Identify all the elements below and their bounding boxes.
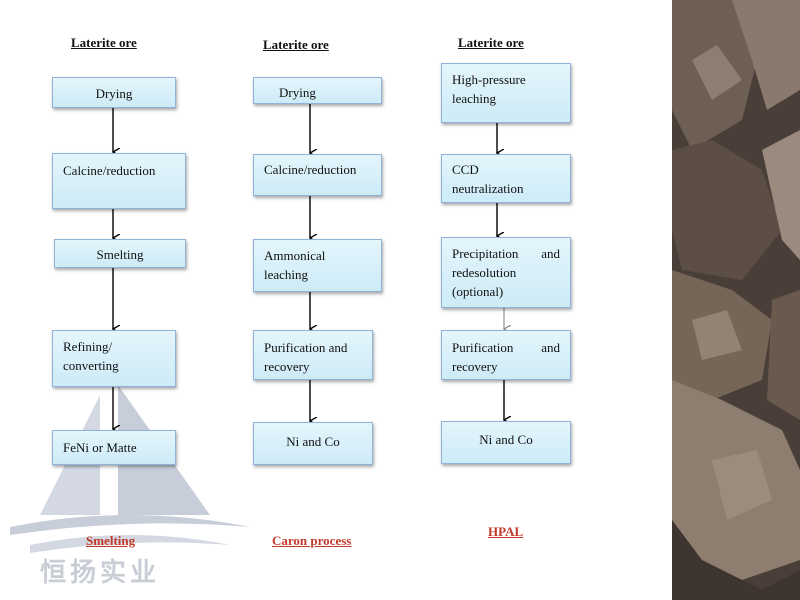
step-label: High-pressure leaching <box>452 72 526 106</box>
process-step-ccd-neutralization: CCD neutralization <box>441 154 571 203</box>
process-step-smelting: Smelting <box>54 239 186 268</box>
step-label: CCD neutralization <box>452 162 524 196</box>
column-heading: Laterite ore <box>71 35 137 50</box>
process-step-product-ni-co: Ni and Co <box>253 422 373 465</box>
process-step-precipitation-redesolution: Precipitation and redesolution (optional… <box>441 237 571 308</box>
step-label: Ammonical leaching <box>264 248 326 282</box>
process-step-high-pressure-leaching: High-pressure leaching <box>441 63 571 123</box>
process-step-refining-converting: Refining/ converting <box>52 330 176 387</box>
process-name-label: Caron process <box>272 533 352 548</box>
process-step-calcine-reduction: Calcine/reduction <box>52 153 186 209</box>
process-step-product-feni-matte: FeNi or Matte <box>52 430 176 465</box>
process-name-label: HPAL <box>488 524 524 539</box>
column-heading: Laterite ore <box>458 35 524 50</box>
process-step-ammonical-leaching: Ammonical leaching <box>253 239 382 292</box>
column-heading: Laterite ore <box>263 37 329 52</box>
process-step-drying: Drying <box>253 77 382 104</box>
process-step-drying: Drying <box>52 77 176 108</box>
company-name-watermark: 恒扬实业 <box>40 558 161 588</box>
process-name-label: Smelting <box>86 533 136 548</box>
process-step-product-ni-co: Ni and Co <box>441 421 571 464</box>
process-step-calcine-reduction: Calcine/reduction <box>253 154 382 196</box>
process-flowcharts: Laterite ore Drying Calcine/reduction Sm… <box>0 35 672 600</box>
step-label: Refining/ converting <box>63 339 119 373</box>
flow-arrows <box>0 104 672 600</box>
laterite-ore-photo <box>672 0 800 600</box>
process-step-purification-recovery: Purification and recovery <box>253 330 373 380</box>
process-step-purification-recovery: Purification and recovery <box>441 330 571 380</box>
